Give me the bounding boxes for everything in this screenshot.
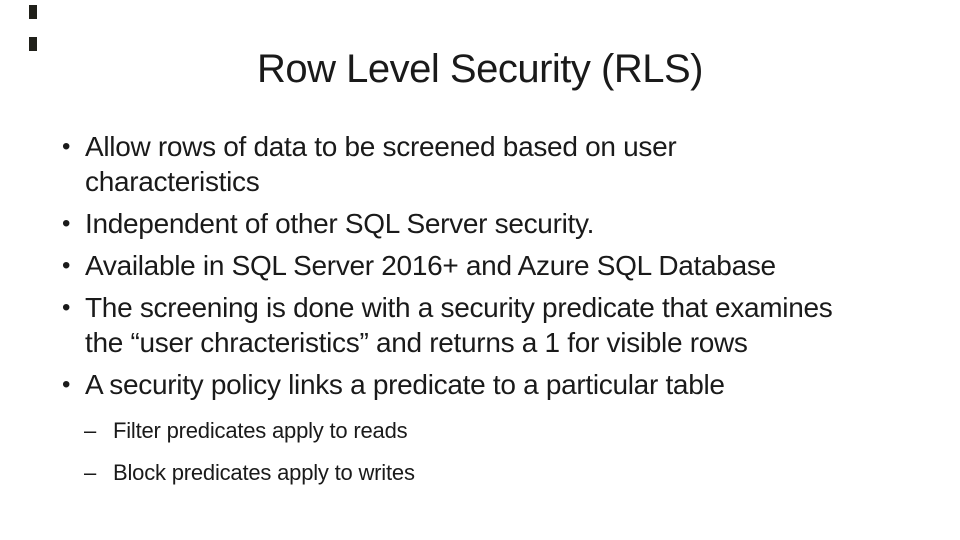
bullet-icon: • (62, 252, 71, 279)
bullet-text-line: the “user chracteristics” and returns a … (85, 327, 748, 358)
bullet-text-line: Available in SQL Server 2016+ and Azure … (85, 250, 776, 281)
bullet-item-available: • Available in SQL Server 2016+ and Azur… (62, 248, 932, 283)
bullet-item-screening: • The screening is done with a security … (62, 290, 932, 360)
dash-icon: – (84, 418, 97, 443)
sub-bullet-text: Block predicates apply to writes (113, 460, 415, 485)
dash-icon: – (84, 460, 97, 485)
bullet-text-line: The screening is done with a security pr… (85, 292, 833, 323)
bullet-icon: • (62, 294, 71, 321)
slide-title: Row Level Security (RLS) (257, 47, 703, 91)
bullet-text-line: Allow rows of data to be screened based … (85, 131, 677, 162)
edge-artifact-top (29, 5, 37, 19)
bullet-item-security-policy: • A security policy links a predicate to… (62, 367, 932, 402)
edge-artifact-bottom (29, 37, 37, 51)
sub-bullet-block-predicates: – Block predicates apply to writes (84, 456, 932, 490)
bullet-text-line: Independent of other SQL Server security… (85, 208, 595, 239)
bullet-text-line: characteristics (85, 166, 260, 197)
sub-bullet-filter-predicates: – Filter predicates apply to reads (84, 414, 932, 448)
bullet-item-independent: • Independent of other SQL Server securi… (62, 206, 932, 241)
slide-body: • Allow rows of data to be screened base… (62, 129, 932, 490)
sub-bullet-text: Filter predicates apply to reads (113, 418, 408, 443)
bullet-text-line: A security policy links a predicate to a… (85, 369, 725, 400)
bullet-icon: • (62, 133, 71, 160)
bullet-icon: • (62, 210, 71, 237)
bullet-icon: • (62, 371, 71, 398)
bullet-item-allow-rows: • Allow rows of data to be screened base… (62, 129, 932, 199)
